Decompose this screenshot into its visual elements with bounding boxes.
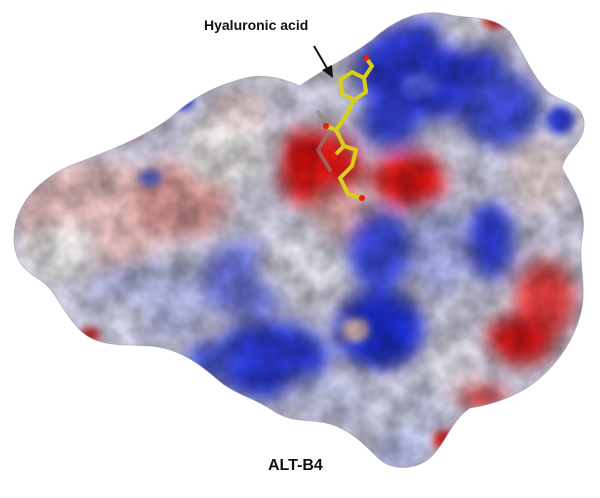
ligand-label: Hyaluronic acid (204, 17, 309, 33)
protein-name-label: ALT-B4 (268, 457, 323, 474)
ligand-stick-model (316, 55, 374, 201)
arrow-icon (313, 45, 333, 78)
